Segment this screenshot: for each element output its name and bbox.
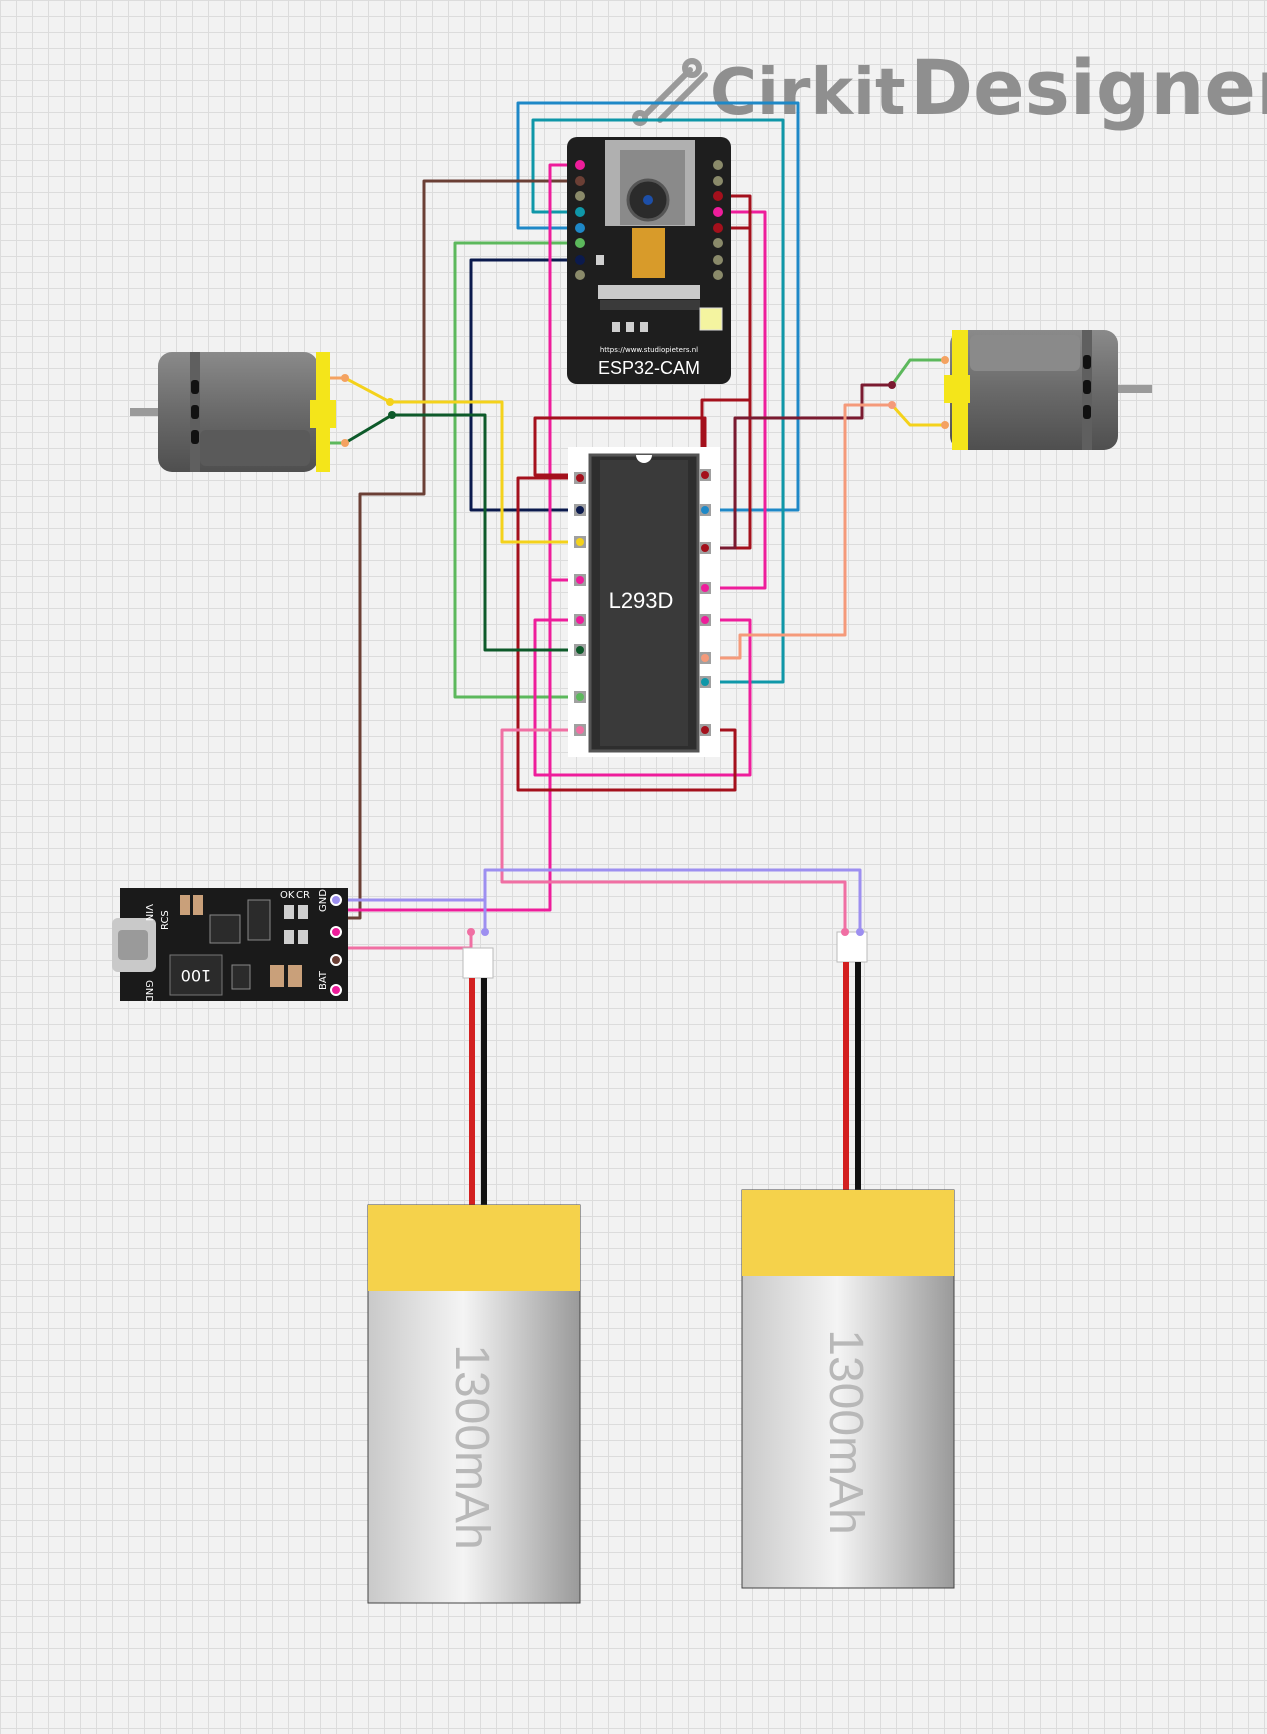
charger-label-cr: CR bbox=[296, 890, 310, 901]
motor-right-terminal-1[interactable] bbox=[941, 356, 949, 364]
wire-magenta-right[interactable] bbox=[703, 210, 767, 590]
wire-darkred-2[interactable] bbox=[533, 416, 707, 477]
wire-magenta-loop[interactable] bbox=[533, 618, 752, 777]
dc-motor-left[interactable] bbox=[130, 352, 349, 472]
flash-led bbox=[699, 307, 723, 331]
wire-maroon[interactable] bbox=[703, 383, 894, 550]
charger-label-rcs: RCS bbox=[160, 910, 171, 930]
l293d-chip[interactable]: L293D bbox=[568, 447, 720, 757]
l293d-pins-right bbox=[699, 469, 711, 736]
wire-pink-charger[interactable] bbox=[334, 930, 473, 950]
battery-1-label: 1300mAh bbox=[445, 1344, 498, 1549]
wire-magenta-main[interactable] bbox=[334, 163, 582, 912]
battery-2-label: 1300mAh bbox=[819, 1329, 872, 1534]
battery-2-cap bbox=[742, 1190, 954, 1276]
wires bbox=[326, 101, 947, 950]
motor-right-terminal-2[interactable] bbox=[941, 421, 949, 429]
battery-2[interactable]: 1300mAh bbox=[741, 928, 955, 1589]
charger-label-gnd-left: GND bbox=[143, 980, 154, 1003]
wire-lavender[interactable] bbox=[334, 868, 862, 934]
wire-pink[interactable] bbox=[500, 728, 847, 934]
charger-module[interactable]: 100 VIN GND OK CR RCS GND BAT bbox=[112, 888, 348, 1003]
battery-2-connector[interactable] bbox=[836, 931, 868, 963]
logo-brand-text: Cirkit bbox=[710, 56, 906, 130]
charger-label-gnd: GND bbox=[318, 889, 329, 912]
dc-motor-right[interactable] bbox=[941, 330, 1152, 450]
esp32-cam-board[interactable]: https://www.studiopieters.nl ESP32-CAM bbox=[567, 137, 731, 384]
l293d-pins-left bbox=[574, 472, 586, 736]
wire-salmon[interactable] bbox=[703, 403, 894, 660]
charger-pin-out-neg[interactable] bbox=[330, 954, 342, 966]
l293d-label: L293D bbox=[609, 588, 674, 613]
wire-brown[interactable] bbox=[338, 179, 582, 920]
cirkit-designer-logo: Cirkit Designer bbox=[632, 43, 1267, 132]
junctions bbox=[386, 381, 896, 419]
logo-product-text: Designer bbox=[910, 43, 1267, 132]
wire-motor-right-lead-1[interactable] bbox=[890, 358, 947, 387]
esp32-url: https://www.studiopieters.nl bbox=[600, 346, 698, 354]
inductor bbox=[169, 954, 223, 996]
charger-pin-bat[interactable] bbox=[330, 984, 342, 996]
wire-navy[interactable] bbox=[469, 258, 582, 512]
wire-motor-right-lead-2[interactable] bbox=[890, 403, 947, 427]
esp32-label: ESP32-CAM bbox=[598, 358, 700, 378]
wire-darkred-loop[interactable] bbox=[516, 476, 737, 792]
battery-1-cap bbox=[368, 1205, 580, 1291]
charger-pin-gnd[interactable] bbox=[330, 894, 342, 906]
wire-yellow[interactable] bbox=[343, 376, 582, 544]
battery-1-connector[interactable] bbox=[462, 947, 494, 979]
charger-label-vin: VIN bbox=[143, 904, 154, 921]
cirkit-logo-icon bbox=[632, 58, 708, 126]
charger-label-ok: OK bbox=[280, 890, 295, 901]
motor-left-terminal-1[interactable] bbox=[341, 374, 349, 382]
wire-teal[interactable] bbox=[531, 118, 785, 684]
wire-darkgreen[interactable] bbox=[343, 413, 582, 652]
charger-label-bat: BAT bbox=[318, 970, 329, 990]
esp32-pins-right bbox=[713, 160, 723, 280]
battery-1[interactable]: 1300mAh bbox=[367, 928, 581, 1604]
charger-pin-out-pos[interactable] bbox=[330, 926, 342, 938]
esp32-pins-left bbox=[575, 160, 585, 280]
motor-left-terminal-2[interactable] bbox=[341, 439, 349, 447]
inductor-label: 100 bbox=[181, 966, 212, 985]
camera-ribbon bbox=[632, 228, 665, 278]
wire-darkred-3[interactable] bbox=[700, 194, 752, 477]
